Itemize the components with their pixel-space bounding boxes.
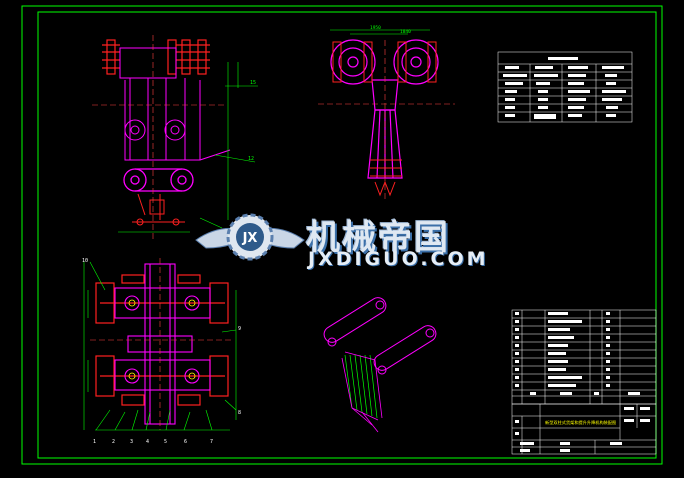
logo-letters: JX bbox=[242, 231, 258, 246]
top-left-view: 15 12 bbox=[92, 35, 258, 240]
title-block-cells bbox=[515, 407, 650, 452]
callout-3: 3 bbox=[130, 439, 133, 445]
parameter-table bbox=[497, 51, 633, 123]
callout-7: 7 bbox=[210, 439, 213, 445]
callout-2: 2 bbox=[112, 439, 115, 445]
watermark-domain: JXDIGUO.COM bbox=[308, 248, 489, 270]
bottom-left-view: 10 9 8 1 2 3 4 5 6 7 bbox=[82, 258, 241, 445]
title-block bbox=[511, 403, 657, 455]
top-right-view: 1950 1840 bbox=[318, 25, 455, 200]
watermark-logo: JX bbox=[195, 213, 305, 261]
callout-6: 6 bbox=[184, 439, 187, 445]
dimension-label-1: 1950 bbox=[370, 25, 381, 31]
callout-5: 5 bbox=[164, 439, 167, 445]
callout-4: 4 bbox=[146, 439, 149, 445]
callout-8: 8 bbox=[238, 410, 241, 416]
parts-list-table bbox=[511, 309, 657, 405]
callout-12: 12 bbox=[248, 156, 254, 162]
callout-1: 1 bbox=[93, 439, 96, 445]
title-block-caption: 新型双柱式货架和提升升降机构装配图 bbox=[545, 419, 616, 426]
callout-10: 10 bbox=[82, 258, 88, 264]
isometric-view bbox=[323, 297, 437, 433]
callout-15: 15 bbox=[250, 80, 256, 86]
watermark-title: 机械帝国 bbox=[306, 218, 450, 258]
parts-list-cells bbox=[515, 312, 640, 395]
inner-border bbox=[37, 11, 657, 459]
callout-9: 9 bbox=[238, 326, 241, 332]
dimension-label-2: 1840 bbox=[400, 29, 411, 35]
parameter-table-cells bbox=[503, 57, 626, 119]
outer-border bbox=[21, 5, 663, 465]
